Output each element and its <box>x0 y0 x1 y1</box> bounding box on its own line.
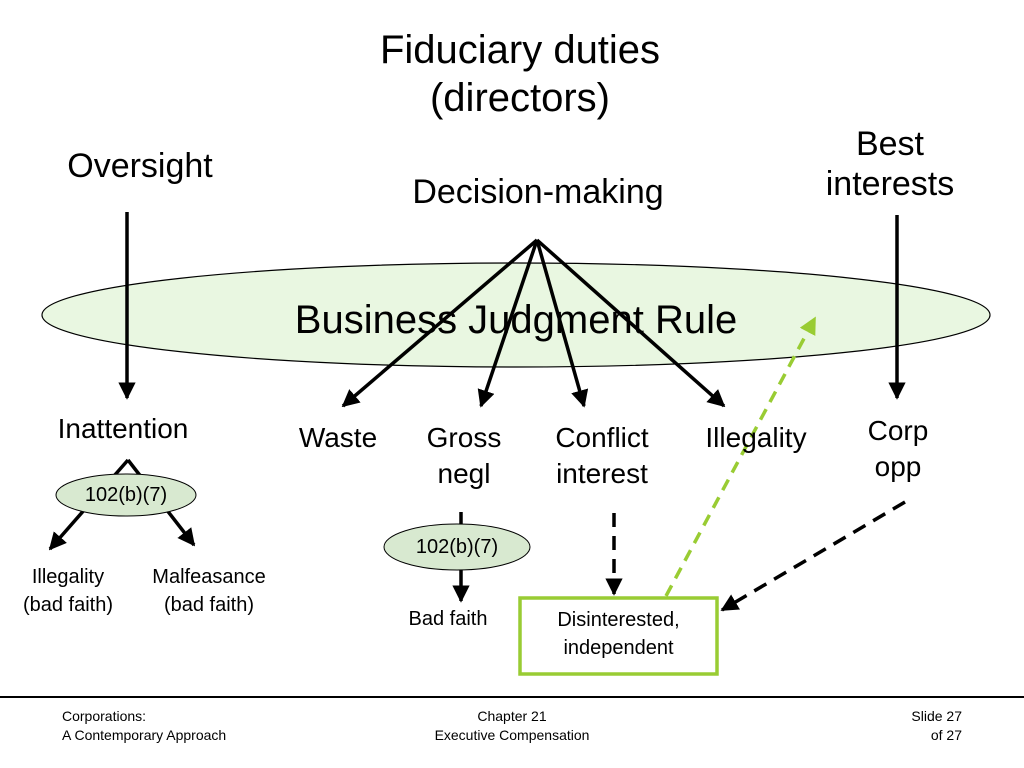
footer-right-line-1: Slide 27 <box>911 708 962 724</box>
bjr-label: Business Judgment Rule <box>294 298 738 342</box>
footer-left-line-2: A Contemporary Approach <box>62 727 227 743</box>
green-dashed-arrow <box>664 316 817 597</box>
footer-left-line-1: Corporations: <box>62 708 147 724</box>
badge-left-shape <box>55 473 197 517</box>
best-interests-label: Best interests <box>800 124 980 204</box>
illegality-bad-faith-line-2: (bad faith) <box>22 594 114 616</box>
decision-making-label: Decision-making <box>412 173 664 211</box>
inattention-label: Inattention <box>57 413 189 444</box>
malfeasance-bad-faith-label: Malfeasance (bad faith) <box>134 563 284 619</box>
malfeasance-bad-faith-line-1: Malfeasance <box>152 566 266 588</box>
corp-opp-label: Corp opp <box>836 413 960 485</box>
conflict-interest-line-1: Conflict <box>555 422 649 453</box>
conflict-interest-line-2: interest <box>556 458 648 489</box>
badge-middle: 102(b)(7) <box>415 536 499 558</box>
illegality-bad-faith-line-1: Illegality <box>31 566 105 588</box>
illegality-label: Illegality <box>705 422 807 453</box>
badge-middle-shape <box>383 523 531 571</box>
arrow-to-illegality <box>535 238 726 408</box>
arrow-to-gross-negl <box>477 239 539 408</box>
footer-center-line-1: Chapter 21 <box>477 708 547 724</box>
disinterested-label: Disinterested, independent <box>522 606 715 662</box>
title-line-1: Fiduciary duties <box>379 28 661 72</box>
bad-faith-label: Bad faith <box>408 608 488 630</box>
waste-label: Waste <box>298 422 378 453</box>
footer-center: Chapter 21 Executive Compensation <box>392 707 632 745</box>
footer-left: Corporations: A Contemporary Approach <box>62 707 302 745</box>
footer-right: Slide 27 of 27 <box>842 707 962 745</box>
slide-title: Fiduciary duties (directors) <box>320 26 720 122</box>
disinterested-line-2: independent <box>563 637 674 659</box>
disinterested-line-1: Disinterested, <box>557 609 680 631</box>
gross-negl-label: Gross negl <box>398 420 530 492</box>
best-interests-line-1: Best <box>855 125 925 163</box>
bjr-ellipse <box>41 262 991 368</box>
title-line-2: (directors) <box>429 76 611 120</box>
gross-negl-line-1: Gross <box>426 422 502 453</box>
conflict-interest-label: Conflict interest <box>530 420 674 492</box>
corp-opp-line-2: opp <box>874 451 922 482</box>
gross-negl-line-2: negl <box>437 458 491 489</box>
oversight-label: Oversight <box>67 147 213 185</box>
illegality-bad-faith-label: Illegality (bad faith) <box>0 563 136 619</box>
disinterested-box <box>518 596 719 676</box>
malfeasance-bad-faith-line-2: (bad faith) <box>163 594 255 616</box>
footer-right-line-2: of 27 <box>930 727 962 743</box>
corp-opp-line-1: Corp <box>867 415 929 446</box>
arrow-to-waste <box>341 238 539 408</box>
badge-left: 102(b)(7) <box>84 484 168 506</box>
corp-opp-dashed-arrow <box>720 500 906 612</box>
footer-center-line-2: Executive Compensation <box>434 727 590 743</box>
arrow-to-conflict-interest <box>535 239 589 408</box>
best-interests-line-2: interests <box>825 165 955 203</box>
